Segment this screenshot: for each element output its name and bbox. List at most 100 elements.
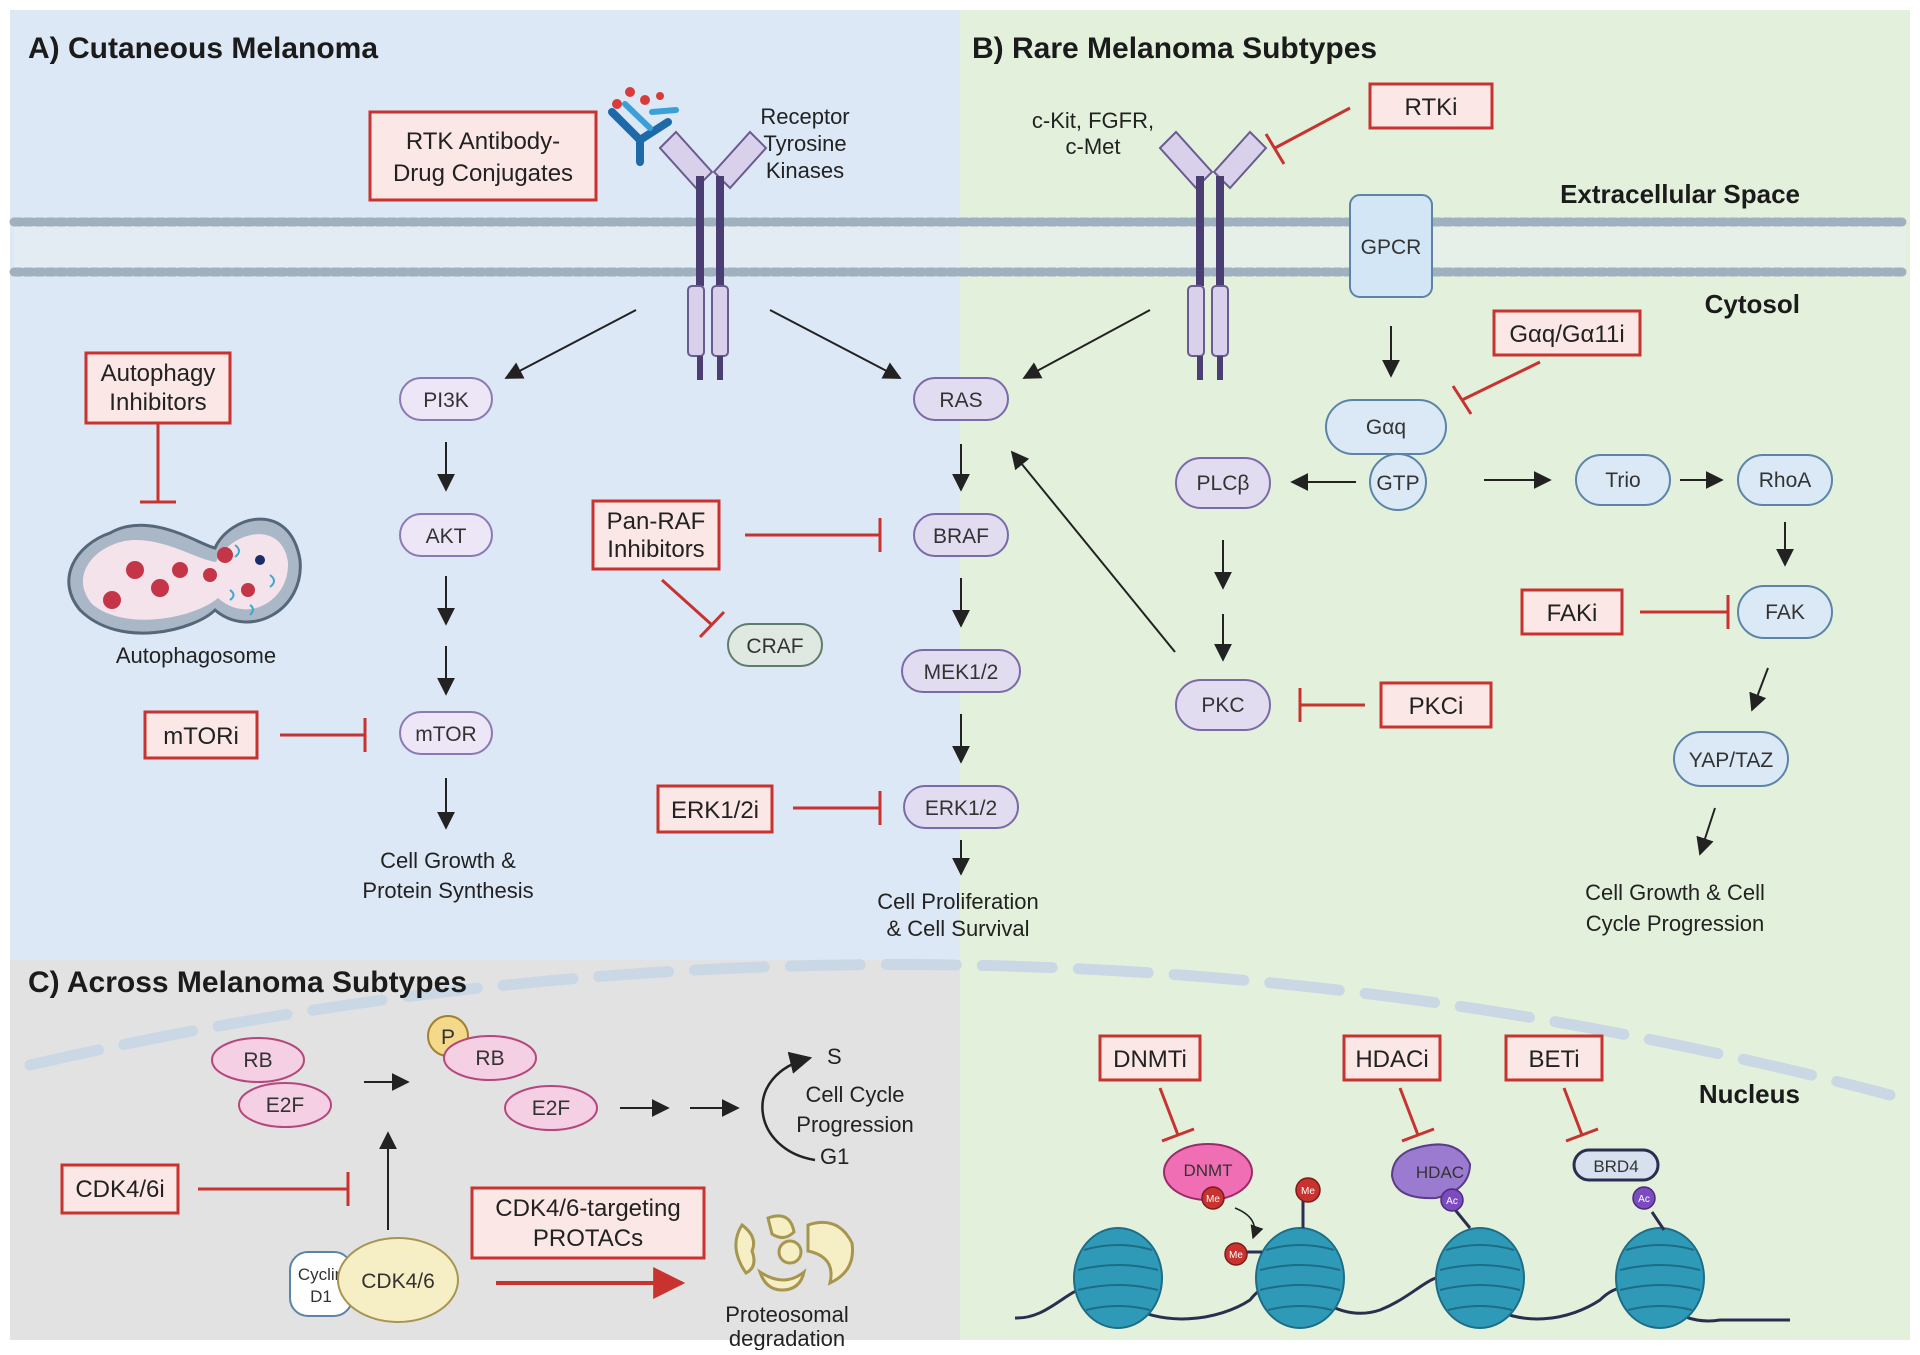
pkc-label: PKC	[1201, 694, 1244, 717]
pan-raf-line1: Pan-RAF	[607, 508, 706, 535]
e2f-label: E2F	[266, 1094, 305, 1117]
mek-node: MEK1/2	[901, 649, 1021, 693]
trio-node: Trio	[1575, 454, 1671, 506]
pkci-box: PKCi	[1379, 681, 1493, 729]
mtori-box: mTORi	[143, 710, 259, 760]
methyl-label: Me	[1301, 1186, 1315, 1197]
rtki-box: RTKi	[1368, 82, 1494, 130]
gpcr-node: GPCR	[1349, 194, 1433, 298]
histone-tail	[1650, 1211, 1666, 1231]
pan-raf-inhibitors-box: Pan-RAF Inhibitors	[591, 499, 721, 571]
panel-b-title: B) Rare Melanoma Subtypes	[972, 32, 1377, 65]
receptors-label-line2: c-Met	[1066, 134, 1121, 159]
cell-cycle-line1: Cell Cycle	[805, 1082, 904, 1107]
cyclin-line2: D1	[310, 1287, 332, 1306]
dnmt-label: DNMT	[1183, 1161, 1232, 1180]
rtk-adc-line1: RTK Antibody-	[406, 128, 560, 155]
e2f-node: E2F	[238, 1082, 332, 1128]
acetyl-label: Ac	[1446, 1196, 1458, 1207]
pkc-node: PKC	[1175, 679, 1271, 731]
yap-taz-label: YAP/TAZ	[1689, 749, 1774, 772]
trio-label: Trio	[1605, 469, 1640, 492]
acetyl-mark: Ac	[1632, 1186, 1656, 1210]
cdk46i-box: CDK4/6i	[60, 1163, 180, 1215]
autophagy-line2: Inhibitors	[109, 389, 206, 416]
beti-inhibition-line	[1562, 1087, 1584, 1136]
methyl-mark: Me	[1224, 1242, 1248, 1266]
beti-inhibition-bar	[1565, 1127, 1599, 1143]
pan-raf-craf-inhibition-bar	[698, 610, 726, 639]
panel-c-title: C) Across Melanoma Subtypes	[28, 966, 467, 999]
methyl-label: Me	[1229, 1250, 1243, 1261]
degradation-line1: Proteosomal	[725, 1302, 849, 1327]
hdaci-inhibition-line	[1398, 1087, 1420, 1136]
nucleus-label: Nucleus	[1699, 1079, 1800, 1109]
beti-box: BETi	[1504, 1034, 1604, 1082]
methyl-mark: Me	[1201, 1186, 1225, 1210]
hdaci-box: HDACi	[1342, 1034, 1442, 1082]
autophagosome-label: Autophagosome	[116, 643, 276, 668]
cyclin-line1: Cyclin	[298, 1265, 344, 1284]
rtk-to-ras-arrow	[769, 309, 902, 379]
phospho-rb-node: RB	[443, 1035, 537, 1081]
craf-label: CRAF	[746, 635, 803, 658]
erki-box: ERK1/2i	[656, 784, 774, 834]
erk-node: ERK1/2	[903, 785, 1019, 829]
cell-membrane	[9, 217, 1911, 277]
gpcr-label: GPCR	[1361, 236, 1422, 259]
autophagy-inhibitors-box: Autophagy Inhibitors	[84, 351, 232, 425]
rb-node: RB	[211, 1037, 305, 1083]
s-phase-label: S	[827, 1044, 842, 1069]
gaqi-inhibition-bar	[1451, 385, 1473, 415]
degradation-line2: degradation	[729, 1326, 845, 1350]
rhoa-node: RhoA	[1737, 454, 1833, 506]
rtk-adc-line2: Drug Conjugates	[393, 160, 573, 187]
cdk46-node: CDK4/6	[337, 1237, 459, 1323]
b-growth-label-line1: Cell Growth & Cell	[1585, 880, 1765, 905]
dnmti-inhibition-bar	[1161, 1127, 1195, 1143]
rtki-inhibition-bar	[1264, 133, 1286, 165]
phosphate-label: P	[441, 1026, 455, 1049]
pan-raf-craf-inhibition-line	[660, 578, 714, 627]
fak-label: FAK	[1765, 601, 1805, 624]
faki-label: FAKi	[1547, 600, 1598, 627]
plcb-label: PLCβ	[1197, 472, 1250, 495]
yap-to-growth-arrow	[1696, 807, 1716, 856]
rtki-label: RTKi	[1405, 94, 1458, 121]
panel-b-background	[960, 10, 1910, 1340]
rhoa-label: RhoA	[1759, 469, 1812, 492]
rb-label: RB	[243, 1049, 272, 1072]
hdac-enzyme: HDAC	[1390, 1143, 1472, 1200]
b-growth-label-line2: Cycle Progression	[1586, 911, 1765, 936]
dnmti-inhibition-line	[1158, 1087, 1180, 1136]
rtk-adc-inhibitor-box: RTK Antibody- Drug Conjugates	[368, 110, 598, 202]
free-e2f-node: E2F	[504, 1085, 598, 1131]
plcb-node: PLCβ	[1175, 457, 1271, 509]
gtp-label: GTP	[1376, 472, 1419, 495]
cdk46-label: CDK4/6	[361, 1270, 435, 1293]
growth-label-line2: Protein Synthesis	[362, 878, 533, 903]
fak-node: FAK	[1737, 585, 1833, 639]
rtk-label-line3: Kinases	[766, 158, 844, 183]
autophagy-line1: Autophagy	[101, 360, 216, 387]
panel-a-title: A) Cutaneous Melanoma	[28, 32, 378, 65]
gaqi-box: Gαq/Gα11i	[1492, 309, 1642, 357]
pkci-label: PKCi	[1409, 693, 1464, 720]
gtp-node: GTP	[1369, 453, 1427, 511]
pkc-to-ras-arrow	[1010, 450, 1176, 653]
mek-label: MEK1/2	[924, 661, 999, 684]
methyl-mark: Me	[1295, 1177, 1321, 1203]
receptors-label-line1: c-Kit, FGFR,	[1032, 108, 1154, 133]
brd4-label: BRD4	[1593, 1157, 1638, 1176]
ras-node: RAS	[913, 377, 1009, 421]
cell-cycle-arc	[761, 1051, 816, 1162]
cyclin-d1-node: Cyclin D1	[289, 1251, 353, 1317]
rtk-receptor-b-icon	[1158, 130, 1268, 380]
nucleosome-icon	[1255, 1227, 1345, 1329]
rtk-to-pi3k-arrow	[504, 309, 637, 379]
nucleosome-icon	[1615, 1227, 1705, 1329]
acetyl-mark: Ac	[1440, 1188, 1464, 1212]
protacs-line2: PROTACs	[533, 1225, 643, 1252]
pi3k-label: PI3K	[423, 389, 469, 412]
